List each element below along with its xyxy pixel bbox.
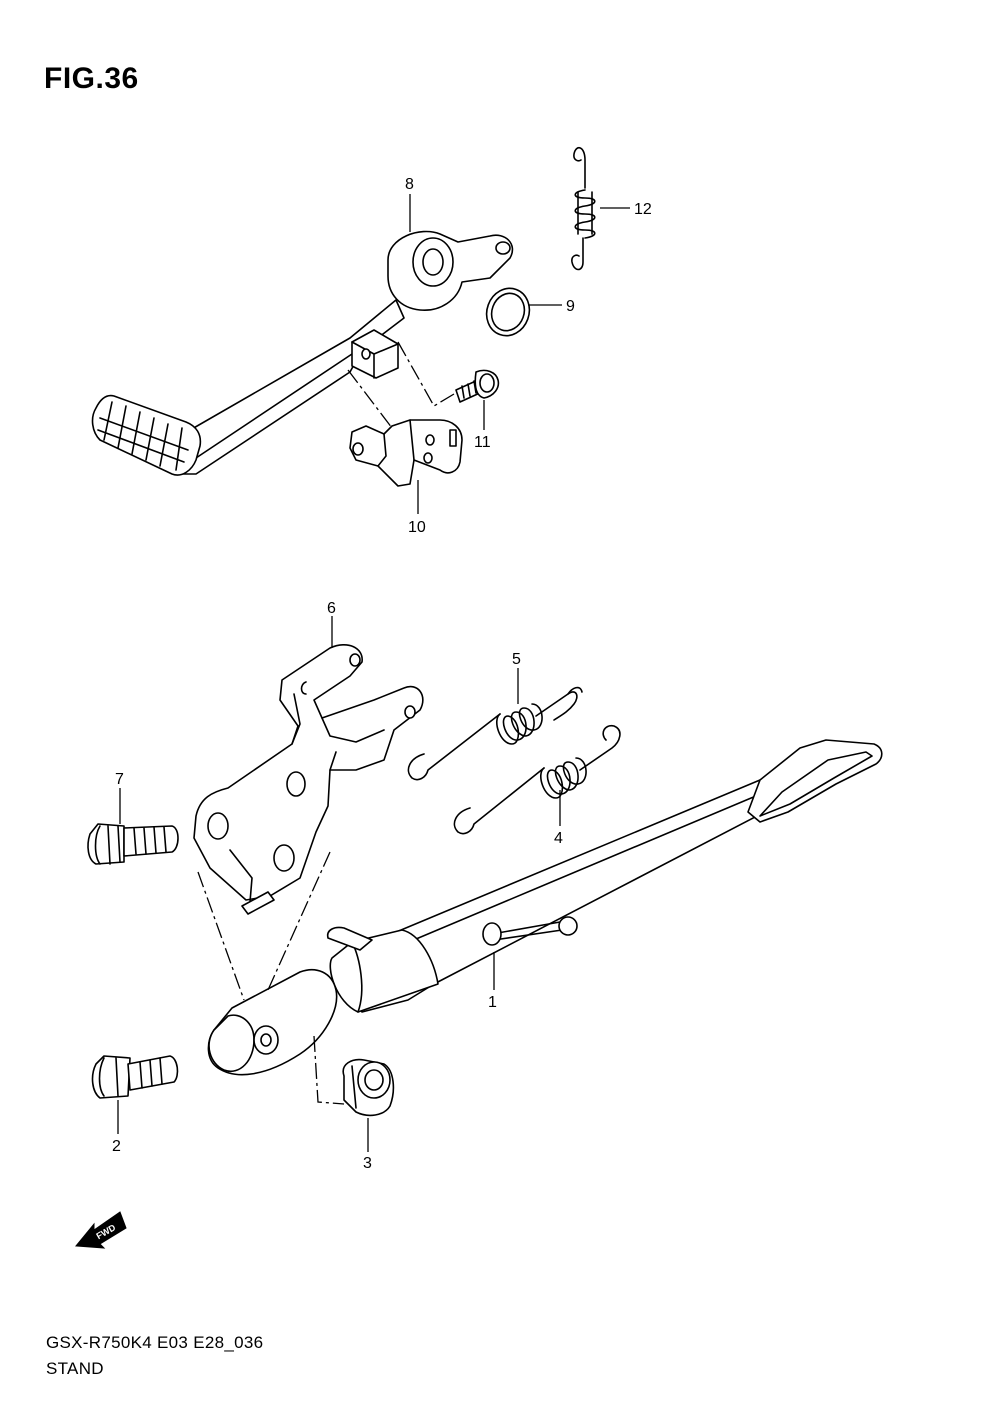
stand-spring-outer-part [407, 686, 583, 781]
callout-1: 1 [488, 994, 497, 1011]
upper-assembly-guide-lines [347, 341, 455, 429]
washer-part [485, 287, 531, 337]
stand-spring-inner-part [453, 724, 621, 835]
model-code-label: GSX-R750K4 E03 E28_036 [46, 1333, 264, 1352]
callout-8: 8 [405, 176, 414, 193]
stand-bracket-bolt-part [87, 823, 179, 865]
callout-9: 9 [566, 298, 575, 315]
lever-bracket-part [349, 419, 463, 487]
section-name-label: STAND [46, 1359, 104, 1378]
stand-pivot-nut-part [342, 1058, 395, 1117]
stand-bracket-part [193, 644, 424, 915]
lower-assembly-guide-lines [197, 851, 345, 1105]
forward-direction-arrow-icon: FWD [75, 1211, 127, 1249]
callout-12: 12 [634, 201, 652, 218]
callout-leader-lines [117, 194, 630, 1152]
side-stand-part [207, 739, 883, 1076]
bracket-bolt-part [455, 369, 500, 403]
callout-10: 10 [408, 519, 426, 536]
callout-2: 2 [112, 1138, 121, 1155]
callout-11: 11 [474, 434, 491, 451]
callout-3: 3 [363, 1155, 372, 1172]
callout-7: 7 [115, 771, 124, 788]
callout-4: 4 [554, 830, 563, 847]
return-spring-part [571, 147, 596, 271]
gear-shift-lever-part [91, 230, 514, 476]
figure-title: FIG.36 [44, 62, 139, 95]
callout-6: 6 [327, 600, 336, 617]
stand-pivot-bolt-part [91, 1055, 179, 1099]
callout-labels: 1 2 3 4 5 6 7 8 9 10 11 12 [112, 176, 652, 1172]
callout-5: 5 [512, 651, 521, 668]
